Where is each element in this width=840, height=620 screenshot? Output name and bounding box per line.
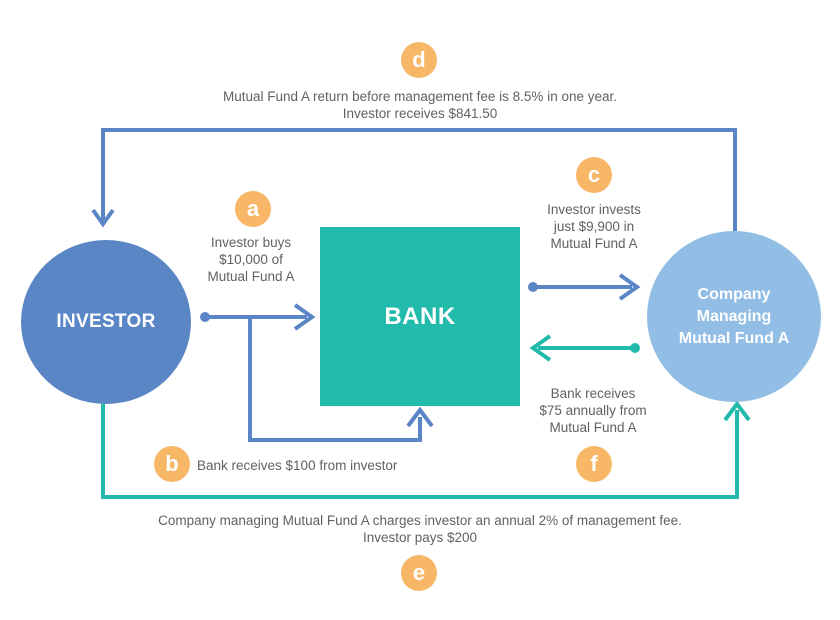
arrowhead-b [406,406,434,428]
badge-b: b [154,446,190,482]
arrowhead-f [529,334,552,362]
step-a-text: Investor buys $10,000 of Mutual Fund A [207,235,295,284]
arrowhead-c [618,273,641,301]
step-c-text: Investor invests just $9,900 in Mutual F… [547,202,641,251]
step-d-text: Mutual Fund A return before management f… [223,89,617,121]
badge-c: c [576,157,612,193]
arrowhead-e [723,400,751,422]
arrowhead-d [91,208,115,228]
arrowhead-a [293,303,316,331]
investor-node: INVESTOR [21,240,191,404]
arrow-e-management-fee [101,404,739,499]
company-node: Company Managing Mutual Fund A [647,231,821,402]
badge-d: d [401,42,437,78]
badge-a: a [235,191,271,227]
company-label: Company Managing Mutual Fund A [678,285,790,347]
arrow-d-return [101,128,737,231]
bank-label: BANK [384,302,456,330]
step-b-text: Bank receives $100 from investor [197,458,398,473]
step-f-text: Bank receives $75 annually from Mutual F… [539,386,647,435]
step-e-text: Company managing Mutual Fund A charges i… [158,513,682,545]
investor-label: INVESTOR [56,311,156,332]
arrow-b-fee [248,317,422,442]
badge-e: e [401,555,437,591]
badge-f: f [576,446,612,482]
bank-node: BANK [320,227,520,406]
